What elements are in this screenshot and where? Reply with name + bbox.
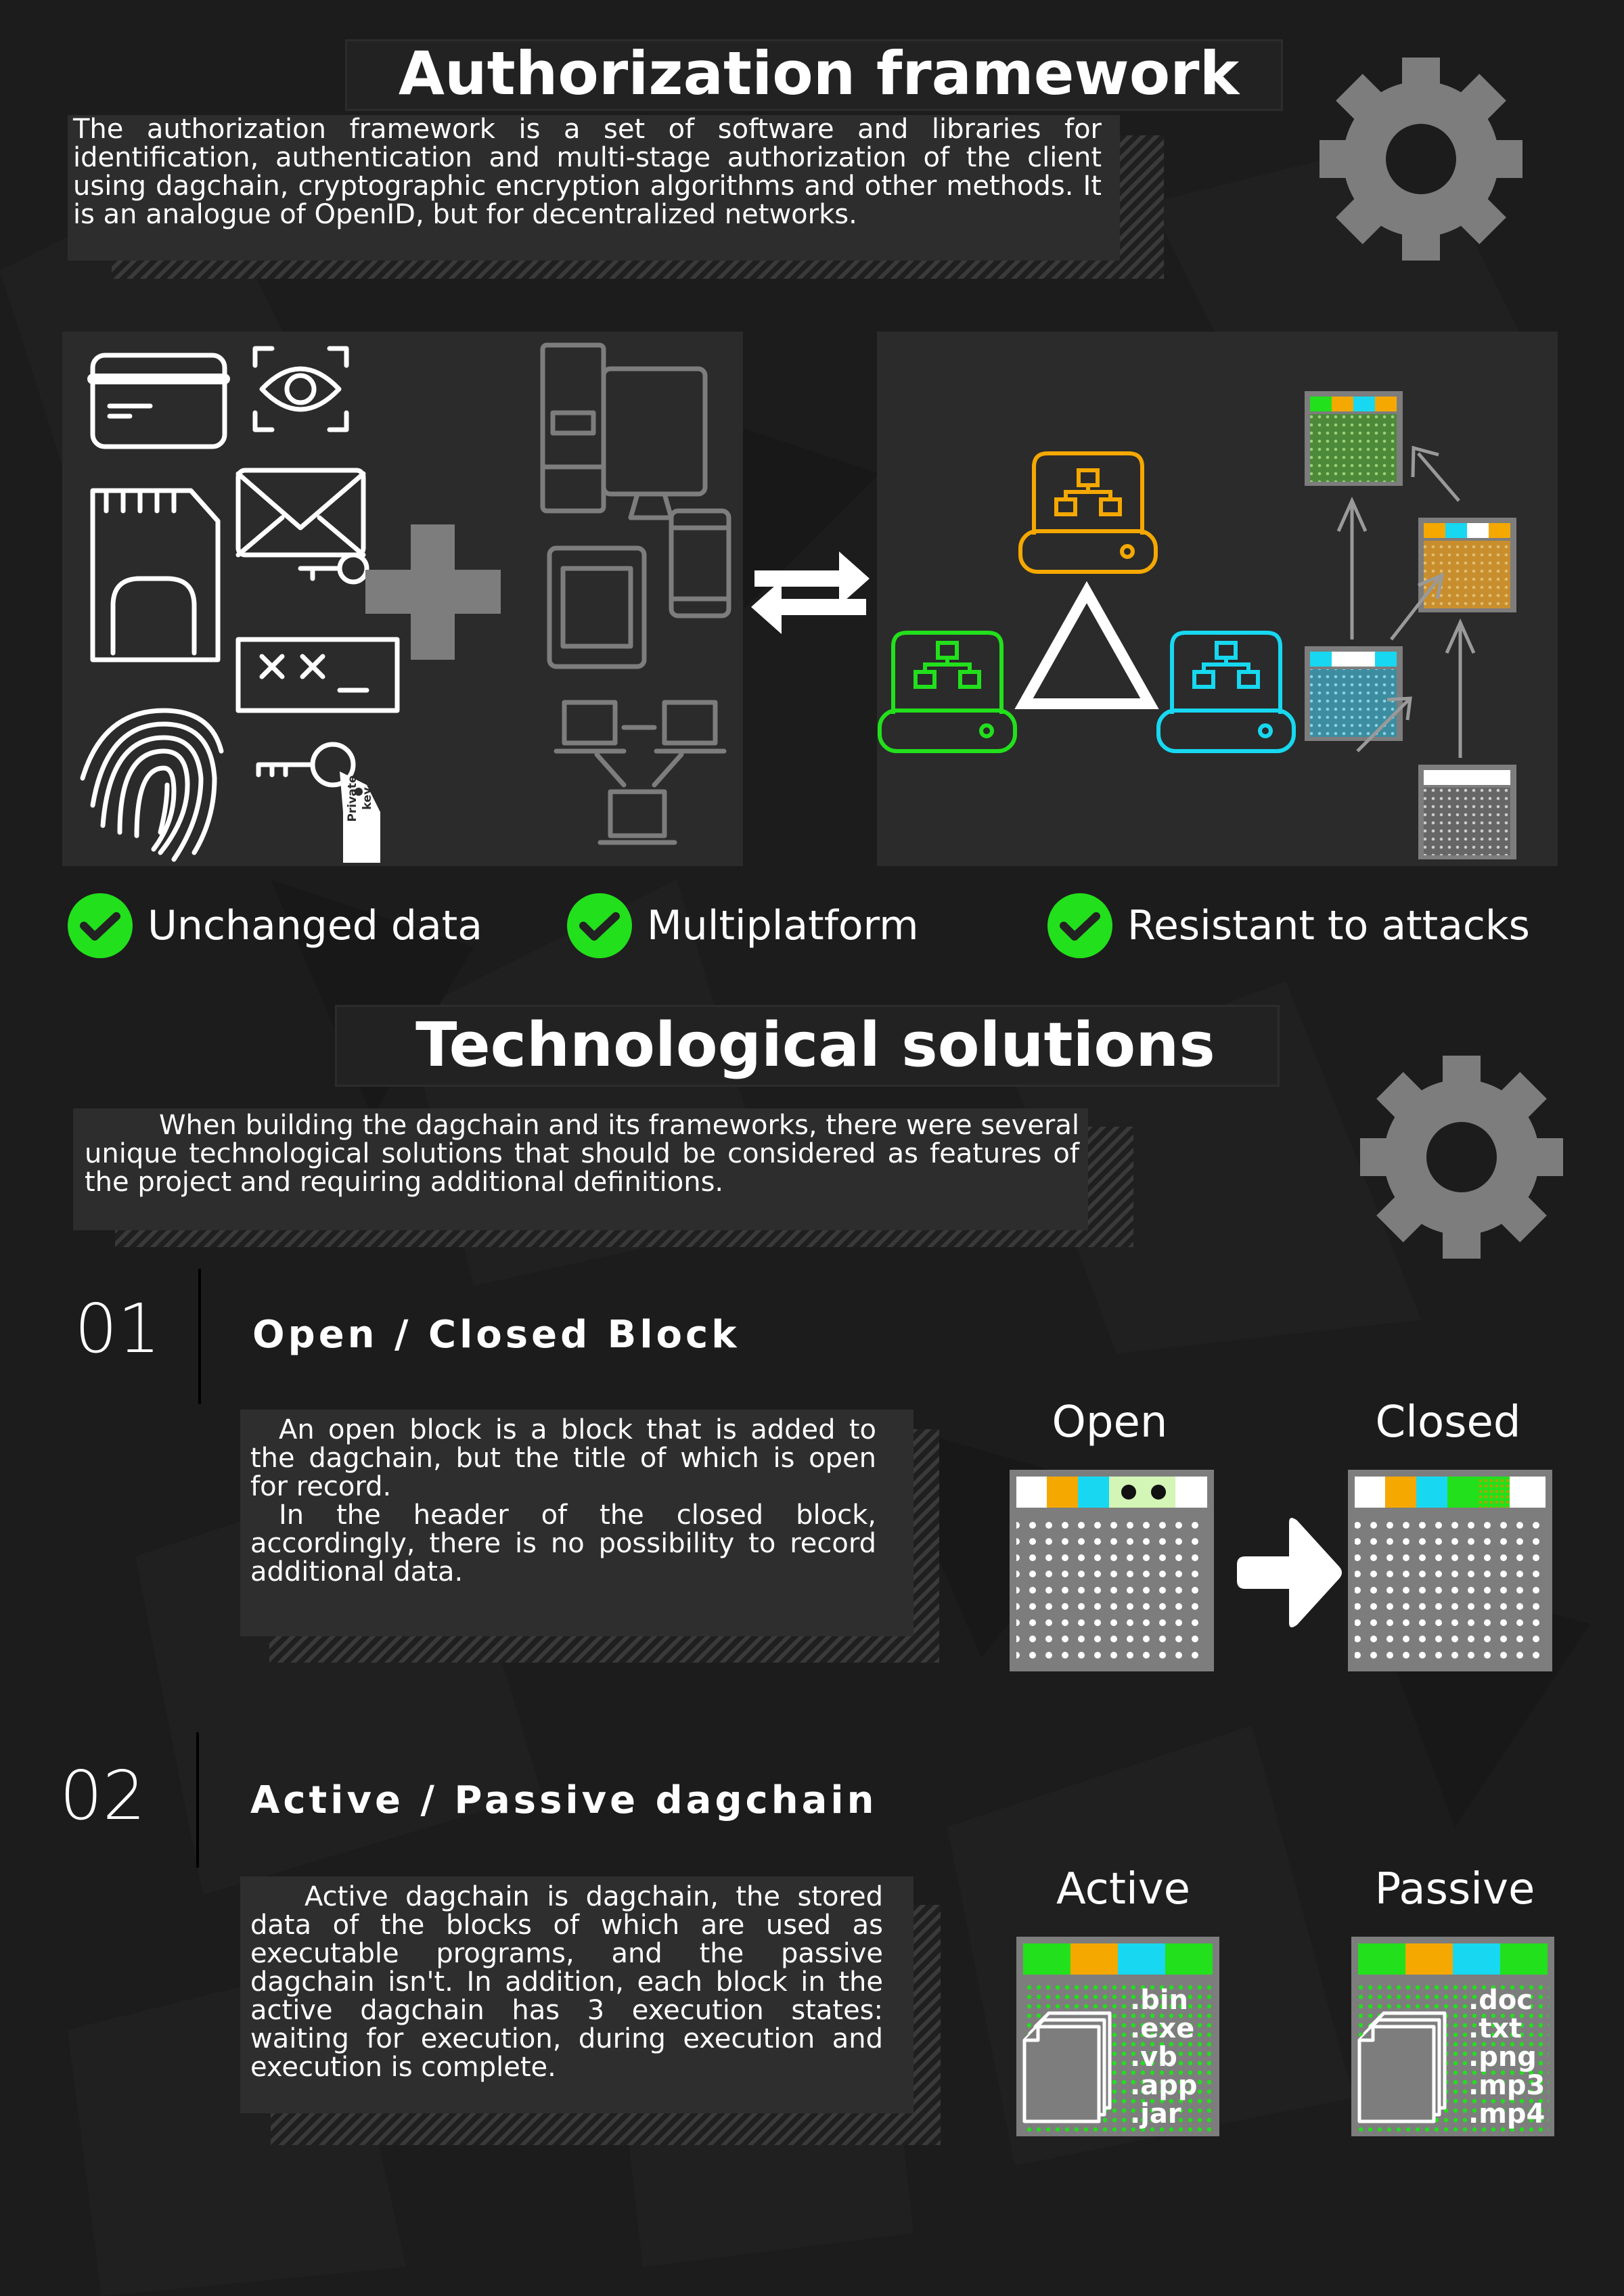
private-key-icon [256,742,356,788]
open-label: Open [1052,1397,1168,1447]
check-circle-icon [567,893,632,958]
active-block [1016,1937,1219,2136]
open-closed-illustration [1010,1470,1552,1671]
section1-description: The authorization framework is a set of … [73,114,1102,230]
section2-description: When building the dagchain and its frame… [85,1110,1079,1198]
dag-triangle [1014,581,1159,709]
ext-item: .mp4 [1468,2098,1546,2130]
credit-card-icon [87,353,230,449]
gear-icon [1360,1056,1563,1259]
passive-label: Passive [1374,1864,1535,1914]
dagchain-illustration [878,391,1516,859]
item2-number: 02 [60,1756,146,1835]
smartphone-icon [669,508,731,618]
network-icon [554,700,727,845]
item1-heading: Open / Closed Block [252,1313,740,1357]
ext-item: .mp3 [1468,2070,1546,2101]
ext-item: .doc [1468,1985,1533,2016]
active-label: Active [1056,1864,1190,1914]
item2-heading: Active / Passive dagchain [250,1778,878,1822]
section2-title-frame [335,1005,1280,1087]
item1-divider [198,1269,201,1404]
node-orange-icon [1018,451,1158,574]
transition-arrow-icon [1237,1518,1342,1627]
feature-resistant-to-attacks: Resistant to attacks [1047,893,1530,958]
active-passive-illustration [1016,1937,1554,2136]
open-block [1010,1470,1214,1671]
auth-methods-illustration [80,342,731,863]
ext-item: .app [1130,2070,1198,2101]
node-green-icon [878,631,1017,753]
fingerprint-icon [80,708,224,862]
closed-label: Closed [1375,1397,1521,1447]
feature-unchanged-data: Unchanged data [68,893,482,958]
active-extensions: .bin .exe .vb .app .jar [1130,1986,1197,2128]
email-key-icon [235,468,369,585]
section2-title: Technological solutions [415,1010,1215,1081]
tablet-icon [547,545,647,669]
item2-divider [196,1732,199,1868]
passive-block [1351,1937,1554,2136]
section1-title-frame [345,39,1283,111]
block-green [1305,391,1403,486]
node-cyan-icon [1156,631,1296,753]
item1-text: An open block is a block that is added t… [250,1416,876,1586]
password-field-icon [235,637,400,713]
desc1-panel [68,115,1120,261]
ext-item: .bin [1130,1985,1189,2016]
block-cyan [1305,646,1403,741]
ext-item: .vb [1130,2042,1177,2073]
files-icon [1357,2011,1447,2123]
eye-scan-icon [252,346,349,432]
feature-label: Unchanged data [148,902,483,949]
desktop-computer-icon [540,342,708,520]
private-key-tag [340,771,380,863]
block-gray [1418,765,1516,859]
section1-title: Authorization framework [398,39,1240,108]
item1-para1: An open block is a block that is added t… [250,1414,876,1502]
closed-block [1348,1470,1552,1671]
block-orange [1418,518,1516,612]
ext-item: .jar [1130,2098,1181,2130]
ext-item: .png [1468,2042,1537,2073]
files-icon [1022,2011,1112,2123]
gear-icon [1320,58,1522,261]
check-circle-icon [68,893,133,958]
feature-label: Multiplatform [647,902,919,949]
item1-number: 01 [74,1289,161,1368]
ext-item: .exe [1130,2013,1195,2044]
item2-text: Active dagchain is dagchain, the stored … [250,1881,883,2083]
private-key-label: Private key [346,775,374,822]
sim-card-icon [90,488,221,662]
feature-multiplatform: Multiplatform [567,893,919,958]
item1-panel [240,1410,914,1636]
exchange-arrows-icon [751,552,870,634]
item1-para2: In the header of the closed block, accor… [250,1500,876,1588]
feature-label: Resistant to attacks [1127,902,1530,949]
ext-item: .txt [1468,2013,1522,2044]
plus-icon [365,524,501,660]
desc2-panel [73,1108,1088,1230]
item2-panel [240,1876,914,2113]
check-circle-icon [1047,893,1112,958]
passive-extensions: .doc .txt .png .mp3 .mp4 [1468,1986,1545,2128]
